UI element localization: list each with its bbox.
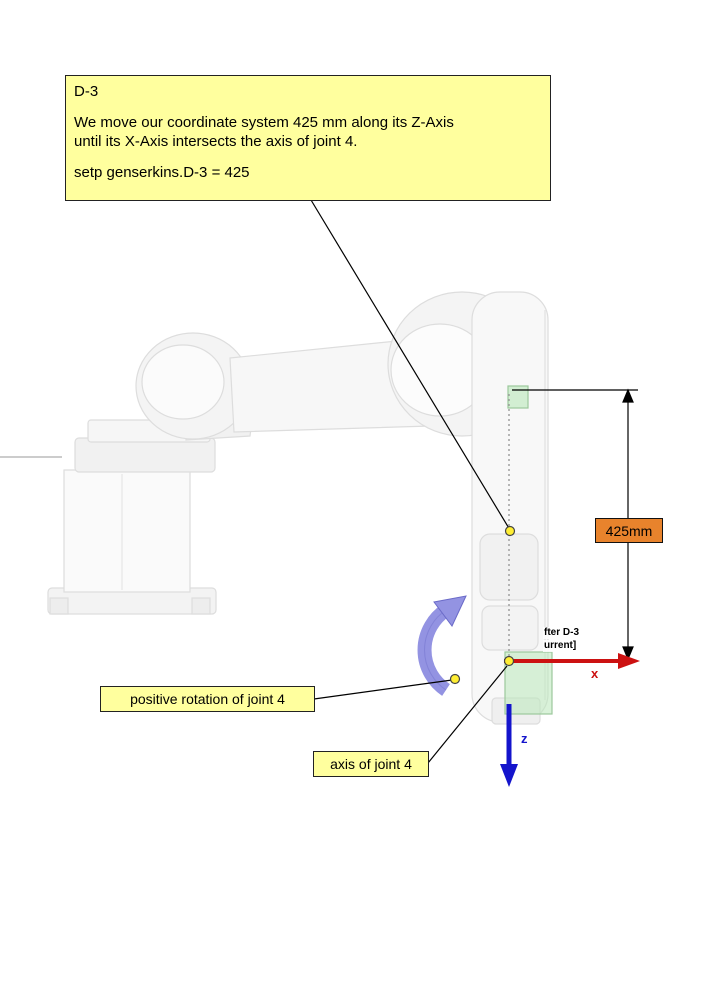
marker-dot-origin <box>503 655 515 667</box>
marker-dot-rotation <box>449 673 461 685</box>
z-axis-label: z <box>521 731 528 746</box>
frame-label-current: urrent] <box>543 640 578 652</box>
callout-positive-rotation: positive rotation of joint 4 <box>100 686 315 712</box>
z-axis-arrow <box>500 704 518 787</box>
leader-lines <box>310 199 511 764</box>
frame-label-after-d3: fter D-3 <box>543 627 581 639</box>
spacer <box>74 101 542 113</box>
leader-d3 <box>310 199 511 531</box>
marker-dot-d3-point <box>504 525 516 537</box>
callout-d3: D-3 We move our coordinate system 425 mm… <box>65 75 551 201</box>
callout-d3-code: setp genserkins.D-3 = 425 <box>74 164 250 181</box>
callout-d3-line2: until its X-Axis intersects the axis of … <box>74 133 358 150</box>
robot-forearm <box>471 291 549 723</box>
dimension-label: 425mm <box>595 518 663 543</box>
robot-arm <box>47 291 553 725</box>
dimension-arrow-down <box>622 646 634 661</box>
leader-axis-of-joint <box>427 665 508 764</box>
callout-d3-line1: We move our coordinate system 425 mm alo… <box>74 114 454 131</box>
robot-base <box>47 419 217 615</box>
dimension-arrow-up <box>622 388 634 403</box>
x-axis-label: x <box>591 666 599 681</box>
highlight-green-top <box>507 385 529 409</box>
x-axis-arrow <box>504 653 640 669</box>
callout-d3-title: D-3 <box>74 83 99 100</box>
marker-dots <box>449 525 516 685</box>
rotation-arrow <box>417 595 467 696</box>
leader-positive-rotation <box>313 679 453 700</box>
callout-axis-of-joint4: axis of joint 4 <box>313 751 429 777</box>
spacer <box>74 151 542 163</box>
